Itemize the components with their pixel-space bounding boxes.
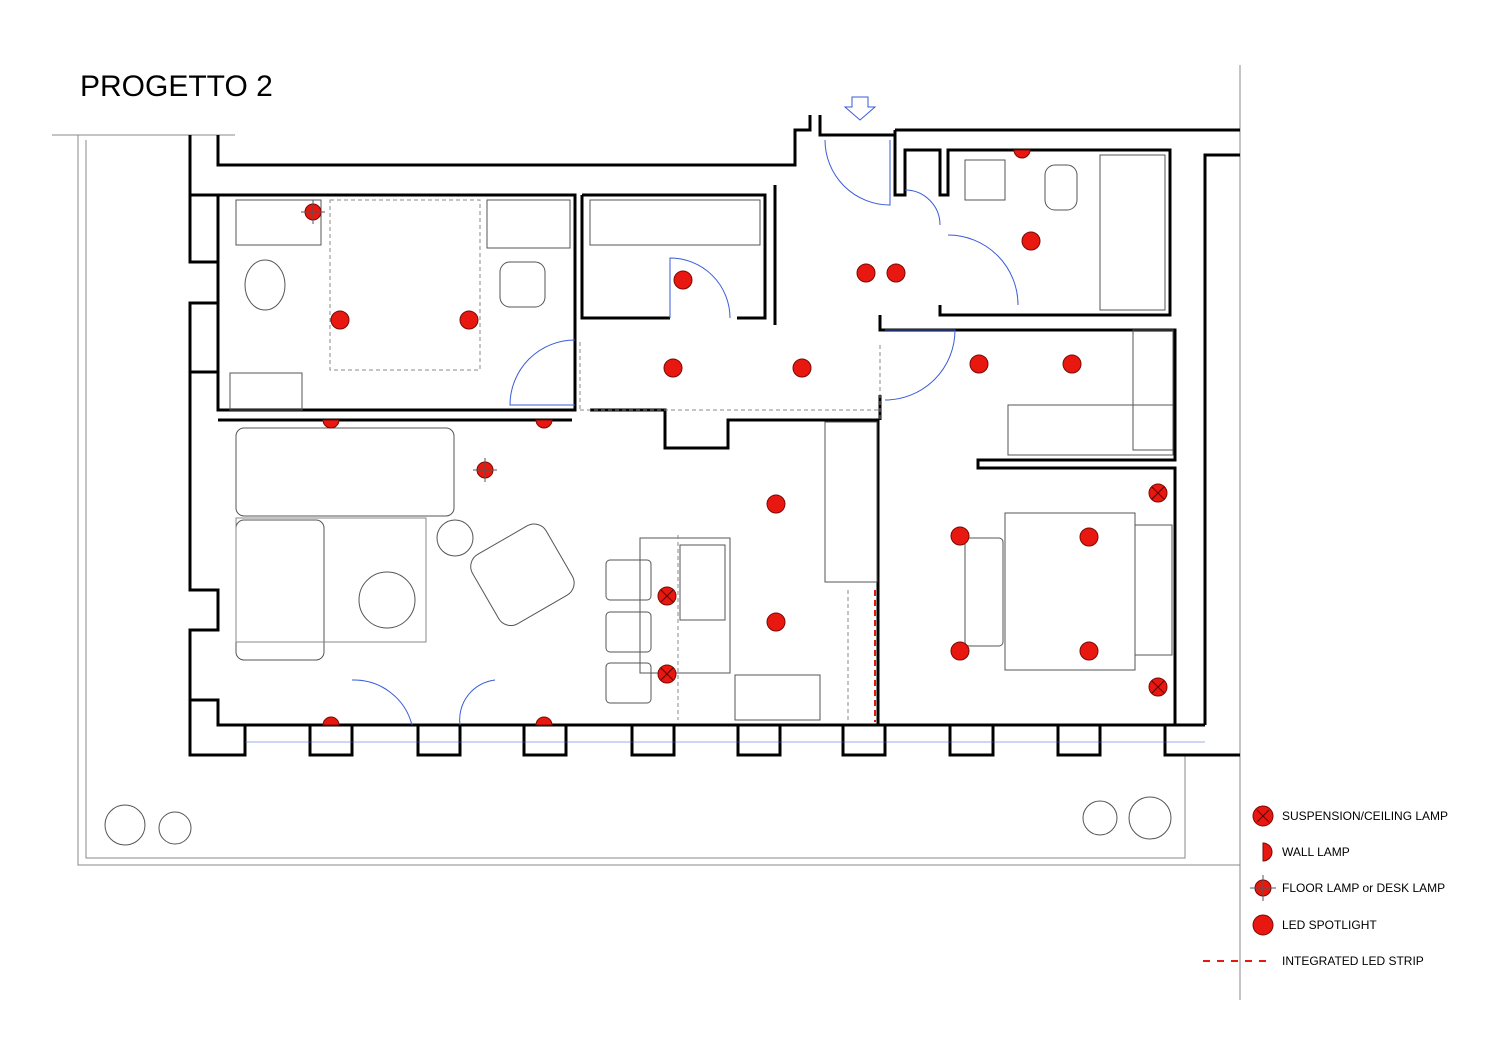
led-spotlight-icon [1252,914,1274,936]
furniture [104,154,1174,846]
plant [158,811,192,845]
legend-icons [1203,805,1276,962]
lamps [301,149,1168,726]
suspension-ceiling-lamp-icon [657,483,1168,697]
legend-label-floor-lamp: FLOOR LAMP or DESK LAMP [1282,881,1446,895]
legend-label-led-spotlight: LED SPOTLIGHT [1282,918,1377,932]
floor-desk-lamp-icon [301,200,497,482]
coffee-table [358,571,416,629]
plant [1128,796,1172,840]
legend-label-wall-lamp: WALL LAMP [1282,845,1350,859]
sofa [235,519,325,661]
wall-lamp-icon [1262,842,1273,862]
legend-label-suspension: SUSPENSION/CEILING LAMP [1282,809,1449,823]
walls [188,115,1240,757]
suspension-ceiling-lamp-icon [1252,805,1274,827]
plant [1082,800,1118,836]
bed [1004,512,1136,671]
led-spotlight-icon [330,231,1099,661]
terrace [52,65,1241,1000]
entrance-arrow-icon [843,96,877,121]
sink [734,674,821,721]
sofa [235,427,455,517]
doors [245,139,1205,743]
wall-lamp-icon [322,149,1031,726]
armchair [470,523,575,627]
bed [329,199,481,371]
plant [104,804,146,846]
floor-desk-lamp-icon [1250,875,1276,901]
legend-label-led-strip: INTEGRATED LED STRIP [1282,954,1424,968]
drawing-title: PROGETTO 2 [80,70,273,103]
